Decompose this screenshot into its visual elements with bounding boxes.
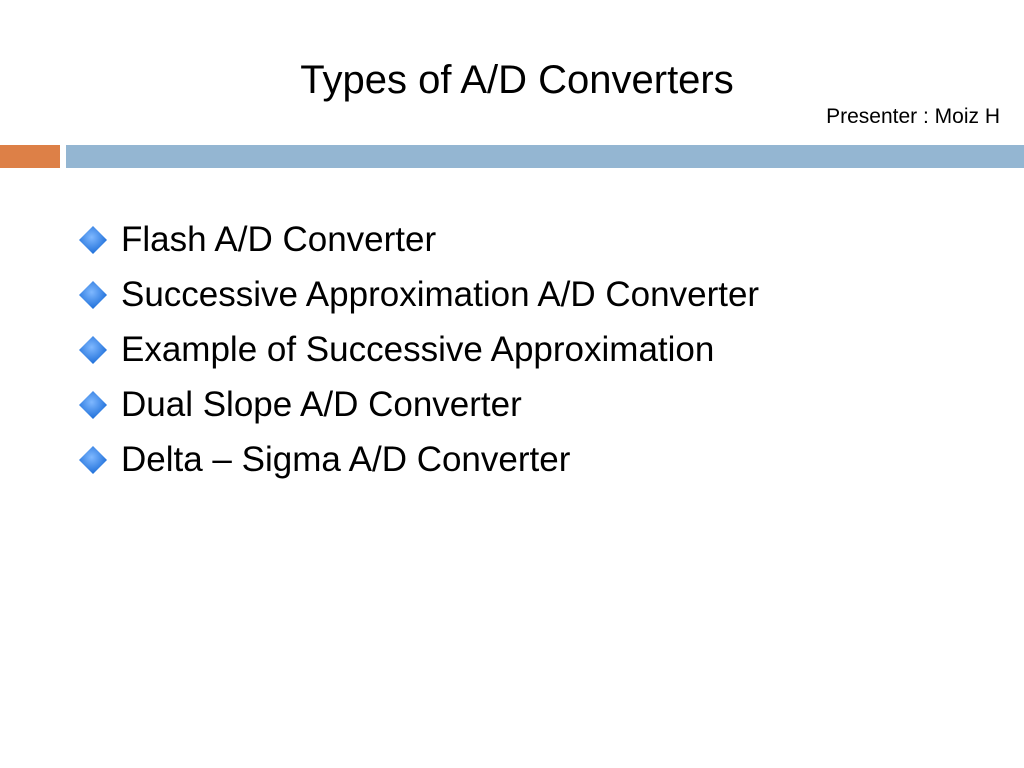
bullet-item: Successive Approximation A/D Converter	[78, 267, 759, 322]
bullet-item: Delta – Sigma A/D Converter	[78, 432, 759, 487]
presenter-label: Presenter : Moiz H	[826, 105, 1000, 128]
accent-bar-blue	[66, 145, 1024, 168]
blue-diamond-icon	[79, 280, 107, 309]
bullet-item: Example of Successive Approximation	[78, 322, 759, 377]
bullet-label: Flash A/D Converter	[121, 220, 437, 259]
bullet-label: Dual Slope A/D Converter	[121, 385, 522, 424]
bullet-label: Delta – Sigma A/D Converter	[121, 440, 571, 479]
bullet-label: Successive Approximation A/D Converter	[121, 275, 760, 314]
accent-bar-orange	[0, 145, 60, 168]
bullet-list: Flash A/D Converter Successive Approxima…	[78, 212, 759, 487]
blue-diamond-icon	[79, 390, 107, 419]
blue-diamond-icon	[79, 445, 107, 474]
blue-diamond-icon	[79, 335, 107, 364]
bullet-item: Flash A/D Converter	[78, 212, 759, 267]
slide-title: Types of A/D Converters	[300, 58, 734, 102]
bullet-label: Example of Successive Approximation	[121, 330, 715, 369]
bullet-item: Dual Slope A/D Converter	[78, 377, 759, 432]
blue-diamond-icon	[79, 225, 107, 254]
